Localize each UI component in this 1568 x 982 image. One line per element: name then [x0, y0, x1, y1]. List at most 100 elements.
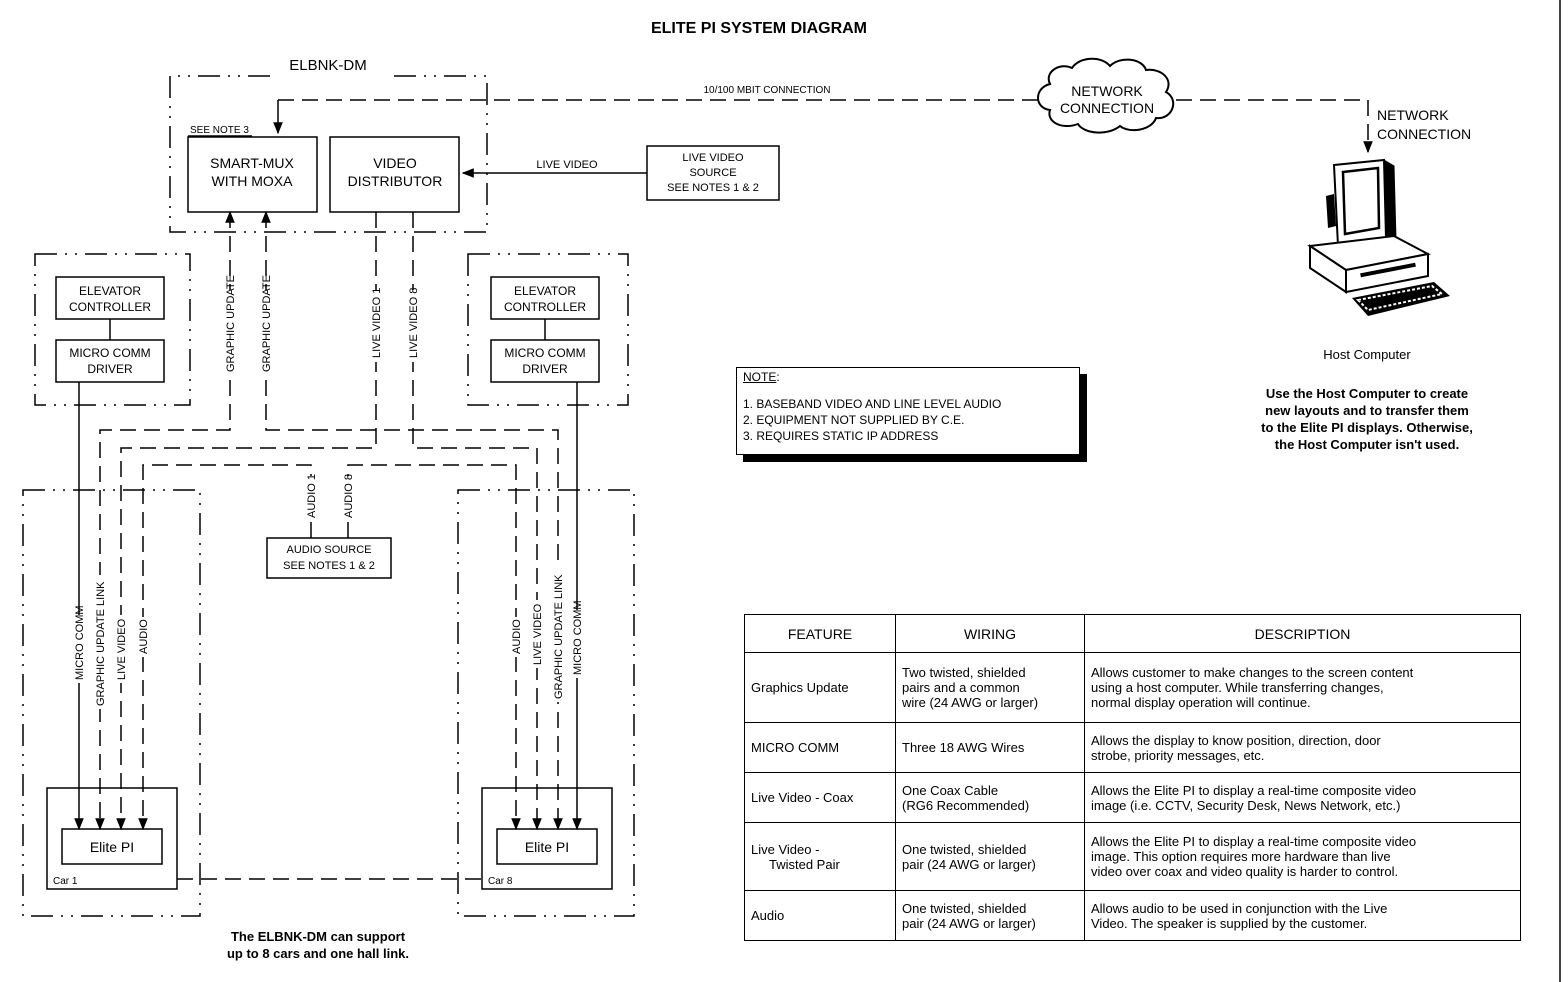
host-note-line2: new layouts and to transfer them	[1265, 403, 1469, 418]
cell-text: Video. The speaker is supplied by the cu…	[1091, 915, 1368, 931]
car8-lv-label: LIVE VIDEO	[532, 603, 544, 665]
host-note-line1: Use the Host Computer to create	[1266, 386, 1468, 401]
header-description: DESCRIPTION	[1084, 614, 1521, 653]
audio8-label: AUDIO 8	[343, 474, 355, 518]
left-mc-line2: DRIVER	[87, 362, 133, 376]
audio-source-box	[266, 537, 392, 579]
note-line-3: 3. REQUIRES STATIC IP ADDRESS	[743, 429, 939, 443]
audio-source-line1: AUDIO SOURCE	[287, 544, 372, 556]
network-cloud: NETWORK CONNECTION	[1037, 57, 1175, 134]
network-side-line2: CONNECTION	[1377, 126, 1471, 142]
right-mc-line2: DRIVER	[522, 362, 568, 376]
right-elev-line1: ELEVATOR	[514, 284, 576, 298]
cell-text: image. This option requires more hardwar…	[1091, 849, 1391, 864]
car1-gu-label: GRAPHIC UPDATE LINK	[95, 581, 107, 706]
table-cell-feature: Audio	[744, 890, 896, 941]
car1-label: Car 1	[53, 876, 78, 887]
gu-label-2: GRAPHIC UPDATE	[261, 275, 273, 372]
car1-lv-label: LIVE VIDEO	[116, 618, 128, 680]
car8-enclosure	[457, 489, 635, 917]
wiring-spec-table: FEATURE WIRING DESCRIPTION Graphics Upda…	[744, 614, 1521, 941]
cell-text: Two twisted, shielded	[902, 665, 1026, 680]
smartmux-line2: WITH MOXA	[212, 173, 294, 189]
note-line-2: 2. EQUIPMENT NOT SUPPLIED BY C.E.	[743, 413, 965, 427]
car8-gu-label: GRAPHIC UPDATE LINK	[553, 574, 565, 699]
car1-audio-label: AUDIO	[138, 619, 150, 654]
car8-mc-label: MICRO COMM	[572, 600, 584, 675]
car1-enclosure	[22, 489, 201, 917]
cell-text: Allows audio to be used in conjunction w…	[1091, 900, 1388, 916]
cell-text: strobe, priority messages, etc.	[1091, 747, 1265, 763]
live-video-label: LIVE VIDEO	[536, 159, 598, 171]
left-controller-enclosure: ELEVATOR CONTROLLER MICRO COMM DRIVER	[34, 253, 191, 406]
car1-mc-label: MICRO COMM	[74, 605, 86, 680]
video-dist-line2: DISTRIBUTOR	[348, 173, 443, 189]
table-cell-description: Allows audio to be used in conjunction w…	[1084, 890, 1521, 941]
cell-text: video over coax and video quality is har…	[1091, 864, 1399, 879]
see-note-3: SEE NOTE 3	[190, 125, 249, 136]
cell-text: Live Video -	[751, 841, 820, 857]
cloud-line2: CONNECTION	[1060, 100, 1154, 116]
note-title-text: NOTE	[743, 370, 777, 384]
table-cell-description: Allows the display to know position, dir…	[1084, 722, 1521, 773]
cell-text: Allows the display to know position, dir…	[1091, 732, 1381, 748]
cell-text: Allows the Elite PI to display a real-ti…	[1091, 834, 1417, 849]
table-cell-feature: Live Video - Coax	[744, 772, 896, 823]
note-line-1: 1. BASEBAND VIDEO AND LINE LEVEL AUDIO	[743, 397, 1002, 411]
left-elev-line1: ELEVATOR	[79, 284, 141, 298]
table-cell-wiring: One Coax Cable(RG6 Recommended)	[895, 772, 1085, 823]
diagram-title: ELITE PI SYSTEM DIAGRAM	[651, 20, 867, 37]
table-row: MICRO COMM Three 18 AWG Wires Allows the…	[744, 722, 1521, 773]
lv1-label: LIVE VIDEO 1	[371, 288, 383, 358]
cell-text: pair (24 AWG or larger)	[902, 856, 1036, 872]
cell-text: One twisted, shielded	[902, 841, 1027, 857]
video-distributor-box	[329, 136, 460, 213]
cloud-line1: NETWORK	[1071, 83, 1143, 99]
table-cell-feature: Graphics Update	[744, 652, 896, 723]
left-elevator-controller-box	[55, 276, 165, 320]
right-microcomm-driver-box	[490, 339, 600, 383]
cell-text: normal display operation will continue.	[1091, 695, 1311, 710]
cell-text: One twisted, shielded	[902, 900, 1027, 916]
cell-text: pairs and a common	[902, 680, 1020, 695]
cell-text: Audio	[751, 908, 785, 923]
note-panel: NOTE: 1. BASEBAND VIDEO AND LINE LEVEL A…	[736, 367, 1080, 455]
car1-elite-pi-box	[61, 828, 163, 865]
cell-text: MICRO COMM	[751, 740, 840, 755]
support-note-line1: The ELBNK-DM can support	[231, 929, 406, 944]
host-note-line3: to the Elite PI displays. Otherwise,	[1261, 420, 1473, 435]
lvs-line3: SEE NOTES 1 & 2	[667, 182, 759, 194]
header-feature: FEATURE	[744, 614, 896, 653]
support-note-line2: up to 8 cars and one hall link.	[227, 946, 409, 961]
audio1-label: AUDIO 1	[306, 474, 318, 518]
note-title-colon: :	[776, 370, 780, 384]
table-row: Live Video -Twisted Pair One twisted, sh…	[744, 822, 1521, 891]
cell-text: using a host computer. While transferrin…	[1091, 680, 1384, 695]
car8-label: Car 8	[488, 876, 513, 887]
computer-icon	[1307, 158, 1450, 316]
gu-label-1: GRAPHIC UPDATE	[225, 275, 237, 372]
table-cell-feature: MICRO COMM	[744, 722, 896, 773]
lv8-label: LIVE VIDEO 8	[408, 288, 420, 358]
right-controller-enclosure: ELEVATOR CONTROLLER MICRO COMM DRIVER	[467, 253, 629, 406]
connection-label: 10/100 MBIT CONNECTION	[703, 85, 830, 96]
network-side-line1: NETWORK	[1377, 107, 1449, 123]
cloud-to-host-line	[1176, 99, 1369, 146]
right-mc-line1: MICRO COMM	[504, 346, 585, 360]
header-wiring: WIRING	[895, 614, 1085, 653]
smartmux-line1: SMART-MUX	[210, 155, 294, 171]
car8-audio-label: AUDIO	[511, 619, 523, 654]
left-microcomm-driver-box	[55, 339, 165, 383]
host-note-line4: the Host Computer isn't used.	[1275, 437, 1459, 452]
cell-text: Twisted Pair	[769, 856, 840, 872]
video-dist-line1: VIDEO	[373, 155, 417, 171]
right-elevator-controller-box	[490, 276, 600, 320]
table-cell-feature: Live Video -Twisted Pair	[744, 822, 896, 891]
note-title: NOTE:	[743, 370, 780, 384]
table-cell-description: Allows customer to make changes to the s…	[1084, 652, 1521, 723]
